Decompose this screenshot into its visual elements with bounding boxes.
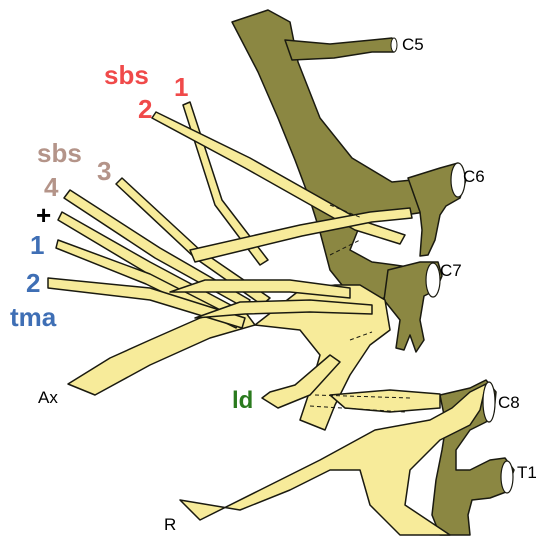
label-plus: + (36, 200, 51, 230)
label-ax: Ax (38, 388, 58, 407)
label-ld: ld (232, 387, 253, 414)
label-r: R (164, 515, 176, 534)
label-c8: C8 (498, 393, 520, 412)
label-sbs-lower: sbs (37, 138, 82, 168)
label-c6: C6 (463, 167, 485, 186)
label-tma-1: 1 (30, 230, 44, 260)
label-t1: T1 (517, 463, 537, 482)
label-c7: C7 (440, 261, 462, 280)
label-sbs-lower-4: 4 (44, 172, 59, 202)
c5-root (285, 38, 396, 60)
label-c5: C5 (402, 35, 424, 54)
label-tma-2: 2 (26, 268, 40, 298)
label-sbs-upper: sbs (104, 60, 149, 90)
label-sbs-upper-2: 2 (138, 94, 152, 124)
label-sbs-upper-1: 1 (174, 72, 188, 102)
label-tma: tma (10, 302, 57, 332)
label-sbs-lower-3: 3 (97, 156, 111, 186)
